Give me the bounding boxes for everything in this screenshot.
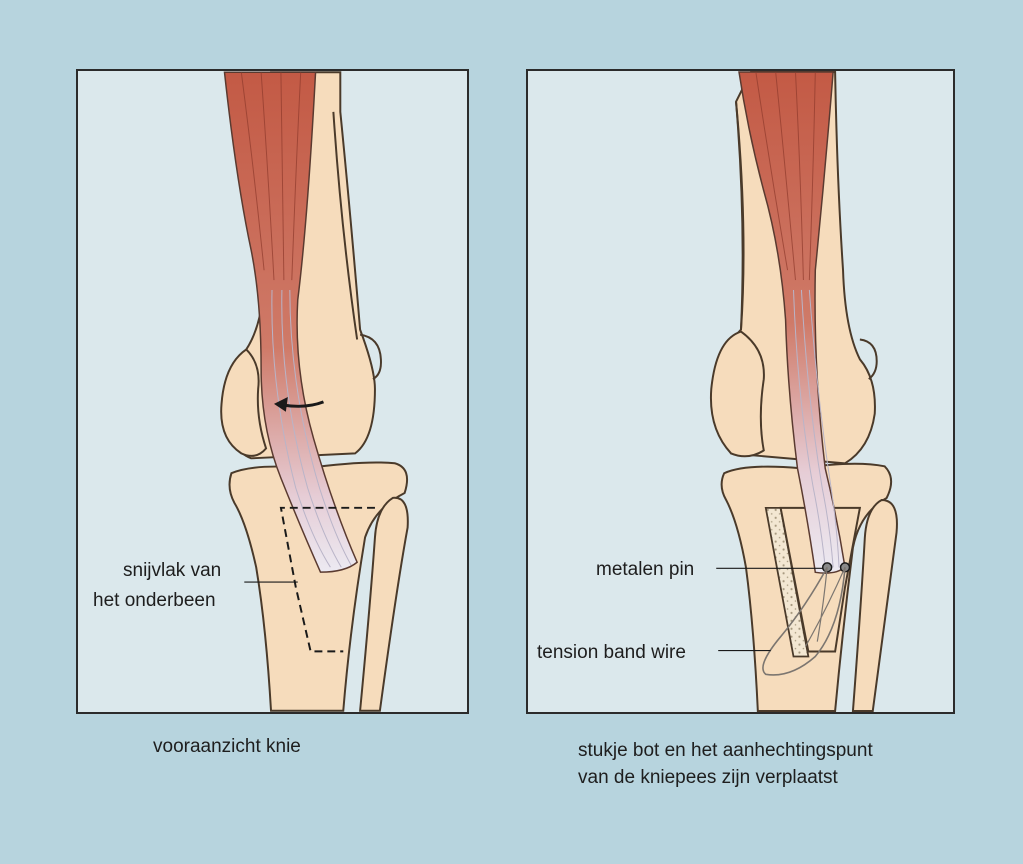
muscle-fibre-lines: [240, 72, 302, 281]
cut-plane-label-line1: snijvlak van: [123, 560, 222, 581]
cut-plane-label-line2: het onderbeen: [93, 590, 216, 611]
fibula-bone: [359, 496, 409, 712]
right-caption-line1: stukje bot en het aanhechtingspunt: [578, 740, 873, 761]
tension-band-wire-label: tension band wire: [537, 642, 686, 663]
tension-band-wire-inner: [804, 567, 846, 647]
knee-front-view-illustration: [220, 71, 409, 712]
left-illustration-panel: [76, 69, 469, 714]
tendon-fibre-lines: [793, 289, 840, 568]
lateral-condyle: [859, 338, 878, 380]
femur-edge-line: [332, 111, 359, 340]
left-caption: vooraanzicht knie: [153, 736, 301, 757]
tibia-bone: [228, 461, 408, 712]
muscle-fibre-lines: [755, 71, 816, 281]
medial-condyle: [220, 348, 268, 457]
tension-band-wire: [762, 566, 846, 676]
knee-after-transposition-illustration: [709, 71, 898, 712]
lateral-condyle: [359, 333, 382, 380]
right-illustration-panel: [526, 69, 955, 714]
medial-condyle: [709, 330, 765, 458]
tibial-crest-cut-surface: [764, 507, 810, 658]
rotation-arrow-head: [273, 396, 288, 412]
metal-pin-label: metalen pin: [596, 559, 695, 580]
quadriceps-muscle-tendon: [738, 71, 846, 574]
fibula-bone: [851, 498, 898, 712]
cut-plane-dashed-line: [279, 506, 375, 653]
tendon-fibre-lines: [271, 290, 352, 568]
femur-edge-line: [735, 101, 745, 330]
right-caption-line2: van de kniepees zijn verplaatst: [578, 767, 838, 788]
